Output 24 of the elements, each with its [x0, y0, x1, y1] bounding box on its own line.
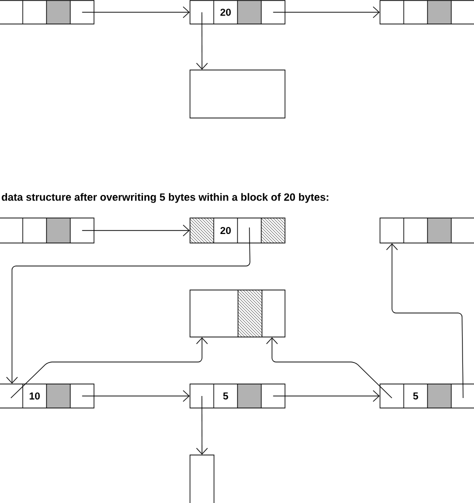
record-box — [380, 0, 474, 24]
arrow — [386, 243, 464, 398]
arrow — [6, 227, 250, 384]
record-box: 10 — [0, 384, 94, 408]
heading: data structure after overwriting 5 bytes within a block of 20 bytes: — [2, 193, 328, 203]
record-box — [380, 218, 474, 244]
record-box: 5 — [380, 384, 474, 408]
arrow — [82, 224, 190, 236]
record-box — [0, 218, 94, 244]
arrow — [196, 396, 208, 455]
arrow — [10, 337, 208, 398]
arrow — [272, 6, 380, 18]
record-box — [0, 0, 94, 24]
arrow — [82, 6, 190, 18]
arrow — [266, 337, 392, 398]
record-box — [190, 290, 286, 338]
arrow — [196, 12, 208, 70]
record-box: 20 — [190, 218, 286, 244]
record-box — [190, 454, 214, 503]
arrow — [272, 390, 380, 402]
record-box — [190, 70, 286, 118]
record-box: 20 — [190, 0, 286, 24]
arrow — [82, 390, 190, 402]
record-box: 5 — [190, 384, 286, 408]
